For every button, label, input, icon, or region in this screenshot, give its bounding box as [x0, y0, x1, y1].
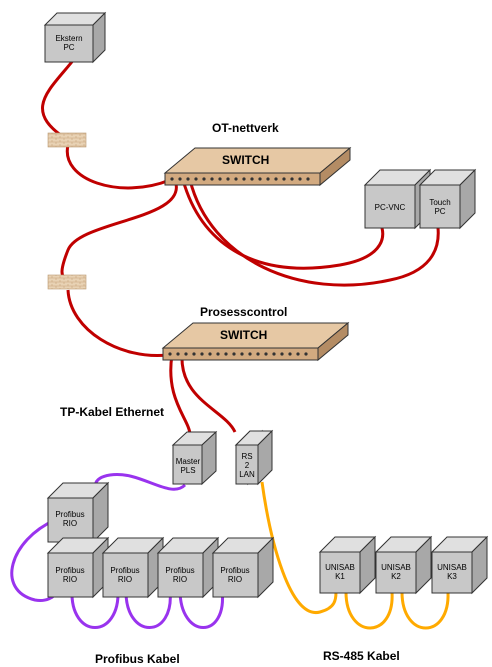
device-external-pc-label-1: Ekstern [55, 34, 82, 43]
cable-master-pls-to-profibus-top [93, 472, 187, 498]
label-process-control: Prosesscontrol [200, 305, 287, 319]
device-profibus-3-label-1: Profibus [165, 566, 194, 575]
cable-rs2lan-to-k1 [260, 481, 338, 614]
device-profibus-4-label-1: Profibus [220, 566, 249, 575]
device-unisab-k2-label-1: UNISAB [381, 563, 411, 572]
device-profibus-4-label-2: RIO [228, 575, 242, 584]
device-unisab-k3-label-1: UNISAB [437, 563, 467, 572]
device-profibus-top-label-2: RIO [63, 519, 77, 528]
device-pc-vnc-label: PC-VNC [375, 203, 406, 212]
process-switch[interactable]: SWITCH [161, 321, 350, 362]
process-switch-label: SWITCH [220, 328, 267, 342]
device-unisab-k1-label-1: UNISAB [325, 563, 355, 572]
cable-external-pc-to-firewall [41, 57, 77, 142]
device-profibus-top[interactable]: Profibus RIO [46, 481, 110, 544]
device-rs2lan-label-1: RS [241, 452, 252, 461]
device-master-pls[interactable]: Master PLS [171, 430, 218, 486]
device-unisab-k1-label-2: K1 [335, 572, 345, 581]
device-profibus-3[interactable]: Profibus RIO [156, 536, 220, 599]
device-rs2lan[interactable]: RS 2 LAN [234, 429, 274, 486]
rs485-cables [260, 481, 450, 630]
label-rs485-cable: RS-485 Kabel [323, 649, 400, 663]
device-profibus-2[interactable]: Profibus RIO [101, 536, 165, 599]
process-switch-ports [168, 352, 308, 356]
device-master-pls-label-1: Master [176, 457, 201, 466]
device-profibus-4[interactable]: Profibus RIO [211, 536, 275, 599]
device-unisab-k3[interactable]: UNISAB K3 [430, 535, 489, 595]
cable-profibus-2-to-3 [124, 589, 172, 629]
device-external-pc-label-2: PC [63, 43, 74, 52]
device-unisab-k1[interactable]: UNISAB K1 [318, 535, 377, 595]
ot-switch[interactable]: SWITCH [163, 146, 352, 187]
label-tp-cable: TP-Kabel Ethernet [60, 405, 164, 419]
firewall-1 [47, 132, 87, 148]
device-profibus-1-label-1: Profibus [55, 566, 84, 575]
device-rs2lan-label-3: LAN [239, 470, 255, 479]
cable-k2-to-k3 [400, 591, 450, 630]
label-ot-network: OT-nettverk [212, 121, 279, 135]
device-master-pls-label-2: PLS [180, 466, 195, 475]
cable-profibus-3-to-4 [178, 589, 224, 629]
cable-ot-switch-to-pc-vnc [181, 179, 385, 270]
device-touch-pc[interactable]: Touch PC [418, 168, 477, 230]
device-profibus-top-label-1: Profibus [55, 510, 84, 519]
device-rs2lan-label-2: 2 [245, 461, 250, 470]
device-external-pc[interactable]: Ekstern PC [43, 11, 107, 64]
cable-process-switch-to-rs2lan [180, 354, 237, 433]
firewall-2 [47, 274, 87, 290]
device-unisab-k2-label-2: K2 [391, 572, 401, 581]
cable-process-switch-to-master-pls [169, 354, 192, 436]
ethernet-cables [41, 57, 440, 436]
device-profibus-3-label-2: RIO [173, 575, 187, 584]
cable-ot-switch-to-touch-pc [188, 179, 440, 287]
cable-k1-to-k2 [344, 591, 394, 630]
ot-switch-label: SWITCH [222, 153, 269, 167]
cable-profibus-1-to-2 [70, 589, 120, 629]
device-profibus-1-label-2: RIO [63, 575, 77, 584]
device-profibus-2-label-1: Profibus [110, 566, 139, 575]
label-profibus-cable: Profibus Kabel [95, 652, 180, 666]
device-profibus-1[interactable]: Profibus RIO [46, 536, 110, 599]
ot-switch-ports [170, 177, 310, 181]
device-touch-pc-label-1: Touch [429, 198, 450, 207]
device-unisab-k2[interactable]: UNISAB K2 [374, 535, 433, 595]
device-unisab-k3-label-2: K3 [447, 572, 457, 581]
device-profibus-2-label-2: RIO [118, 575, 132, 584]
device-touch-pc-label-2: PC [434, 207, 445, 216]
cable-firewall2-to-process-switch [66, 289, 169, 358]
cable-ot-switch-to-firewall2 [60, 179, 178, 282]
cable-firewall-to-ot-switch [65, 144, 171, 190]
